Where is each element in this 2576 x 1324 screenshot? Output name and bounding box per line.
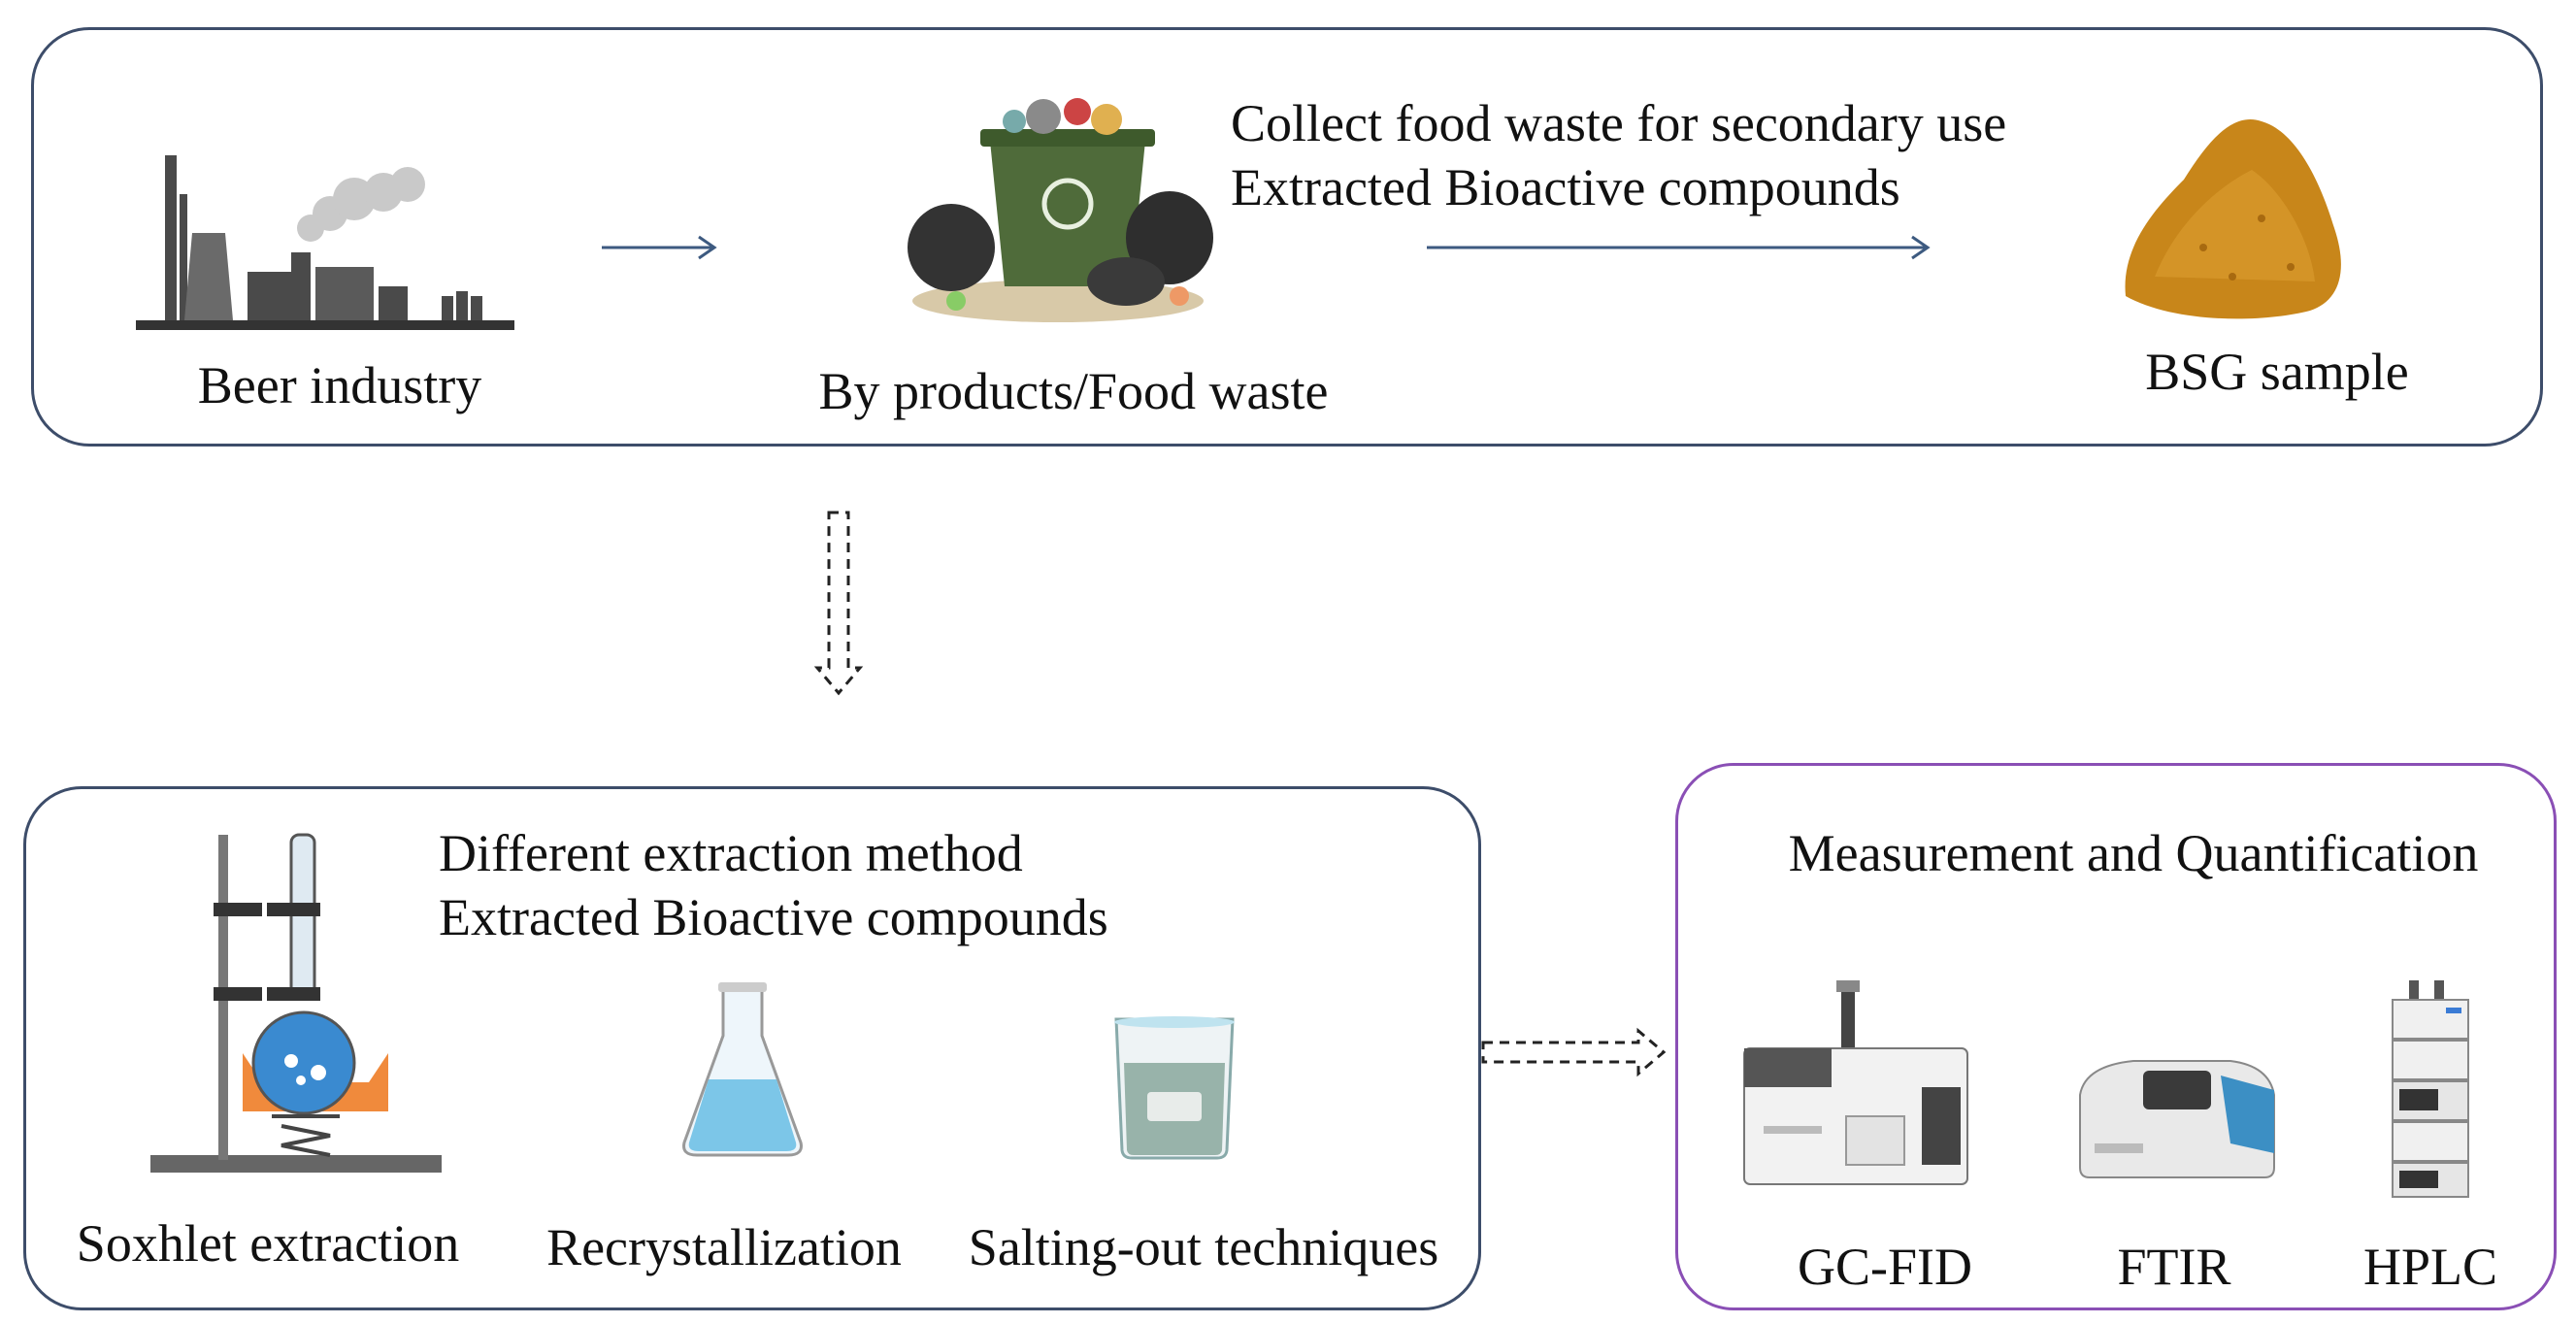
measurement-panel <box>1675 763 2557 1310</box>
salting-out-label: Salting-out techniques <box>968 1218 1439 1276</box>
trash-bin-icon <box>908 98 1213 322</box>
flask-icon <box>682 982 803 1157</box>
dashed-right-arrow-icon <box>1481 1027 1667 1077</box>
ftir-instrument-icon <box>2079 1060 2275 1178</box>
extraction-text-line2: Extracted Bioactive compounds <box>439 888 1108 946</box>
factory-icon <box>136 155 514 330</box>
extraction-panel <box>23 786 1481 1310</box>
bsg-powder-icon <box>2125 119 2341 319</box>
step-text-line2: Extracted Bioactive compounds <box>1231 158 1900 216</box>
arrow-right-icon <box>602 235 717 260</box>
food-waste-label: By products/Food waste <box>818 362 1329 420</box>
beer-industry-label: Beer industry <box>197 356 482 414</box>
soxhlet-label: Soxhlet extraction <box>76 1214 460 1273</box>
ftir-label: FTIR <box>2117 1238 2231 1296</box>
soxhlet-apparatus-icon <box>150 833 442 1173</box>
gc-instrument-icon <box>1743 980 1968 1185</box>
hplc-instrument-icon <box>2392 980 2469 1198</box>
step-text-line1: Collect food waste for secondary use <box>1231 94 2007 152</box>
dashed-down-arrow-icon <box>813 511 864 696</box>
bsg-sample-label: BSG sample <box>2145 343 2409 401</box>
gc-fid-label: GC-FID <box>1797 1238 1973 1296</box>
top-panel <box>31 27 2543 447</box>
measurement-title: Measurement and Quantification <box>1788 824 2479 882</box>
hplc-label: HPLC <box>2362 1238 2498 1296</box>
extraction-text-line1: Different extraction method <box>439 824 1023 882</box>
recrystallization-label: Recrystallization <box>546 1218 902 1276</box>
arrow-right-icon <box>1427 235 1931 260</box>
beaker-icon <box>1114 1016 1235 1160</box>
